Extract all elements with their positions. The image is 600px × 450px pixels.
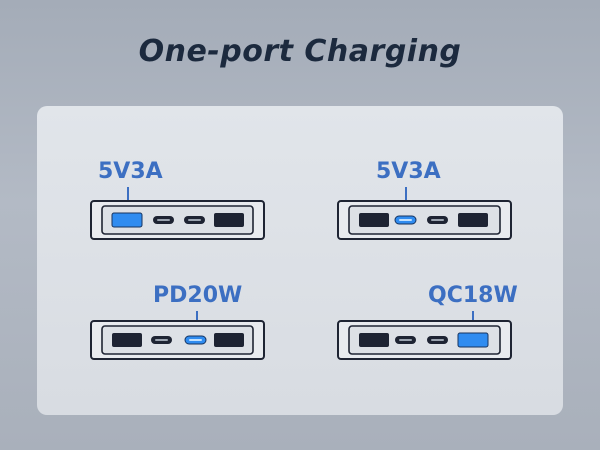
- panel-3-label: PD20W: [153, 283, 243, 308]
- page-title: One-port Charging: [138, 34, 462, 69]
- usb-a-port-icon: [458, 213, 488, 227]
- panel-4-label: QC18W: [428, 283, 518, 308]
- panel-3-port-strip: [90, 320, 265, 360]
- panel-1-port-strip: [90, 200, 265, 240]
- panel-2-label: 5V3A: [376, 159, 441, 184]
- ports-card: [37, 106, 563, 415]
- usb-a-port-icon: [111, 212, 143, 228]
- panel-4-port-strip: [337, 320, 512, 360]
- usb-a-port-icon: [112, 333, 142, 347]
- usb-a-port-icon: [214, 213, 244, 227]
- usb-a-port-icon: [359, 213, 389, 227]
- panel-1-label: 5V3A: [98, 159, 163, 184]
- usb-a-port-icon: [457, 332, 489, 348]
- usb-a-port-icon: [214, 333, 244, 347]
- panel-2-port-strip: [337, 200, 512, 240]
- usb-a-port-icon: [359, 333, 389, 347]
